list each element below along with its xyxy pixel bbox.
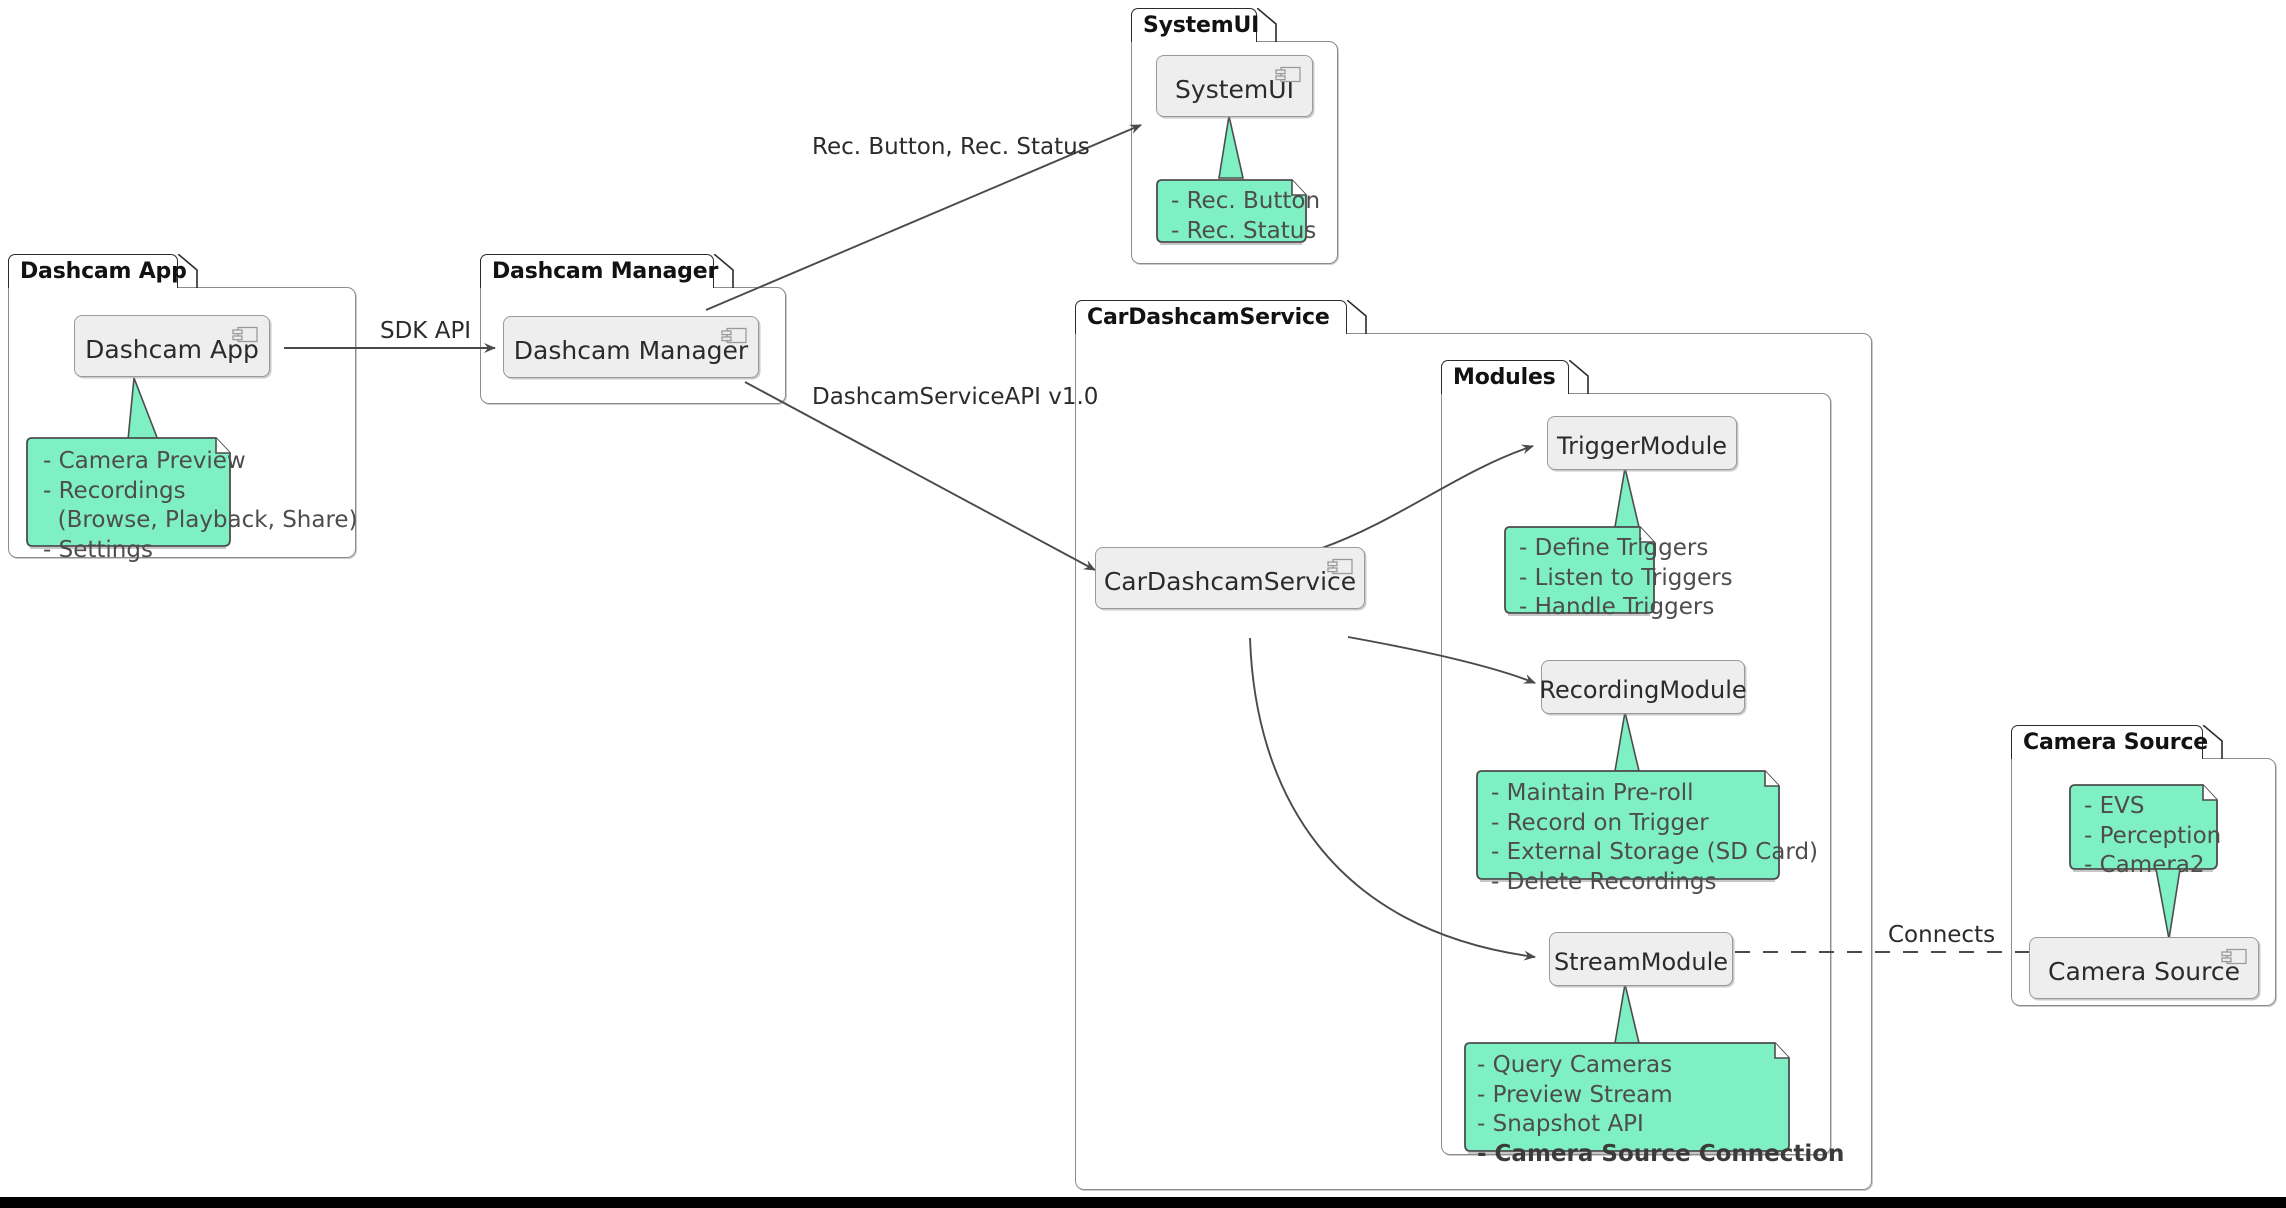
uml-component-icon (1327, 558, 1353, 575)
note-line: - Maintain Pre-roll (1491, 780, 1694, 806)
package-label-cardashcamservice: CarDashcamService (1087, 305, 1330, 330)
package-label-systemui: SystemUI (1143, 13, 1260, 38)
note-systemui: - Rec. Button - Rec. Status (1153, 178, 1321, 255)
note-line: - Rec. Button (1171, 188, 1321, 214)
component-dashcam-app[interactable]: Dashcam App (74, 315, 270, 377)
note-line-bold: - Camera Source Connection (1477, 1140, 1844, 1170)
package-label-dashcam-manager: Dashcam Manager (492, 259, 719, 284)
package-tab-slant-modules (1569, 360, 1589, 394)
uml-component-icon (2221, 948, 2247, 965)
package-tab-slant-cardashcamservice (1347, 300, 1367, 334)
note-text-camera-source: - EVS - Perception - Camera2 (2066, 783, 2222, 890)
component-label-dashcam-app: Dashcam App (85, 334, 259, 364)
component-label-dashcam-manager: Dashcam Manager (513, 335, 749, 365)
note-line: - Snapshot API (1477, 1111, 1644, 1138)
component-camera-source[interactable]: Camera Source (2029, 937, 2259, 999)
package-camera-source: Camera Source - EVS - Perception - Camer… (2011, 725, 2276, 1006)
package-tab-systemui: SystemUI (1131, 8, 1260, 42)
note-line: - Delete Recordings (1491, 868, 1717, 895)
note-streammodule: - Query Cameras - Preview Stream - Snaps… (1461, 1041, 1844, 1179)
note-connector-streammodule (1614, 983, 1641, 1044)
component-label-streammodule: StreamModule (1553, 948, 1729, 976)
note-triggermodule: - Define Triggers - Listen to Triggers -… (1501, 525, 1733, 632)
package-modules: Modules TriggerModule - Define Tr (1441, 360, 1844, 1167)
note-line: - External Storage (SD Card) (1491, 839, 1819, 866)
component-systemui[interactable]: SystemUI (1156, 55, 1313, 117)
package-label-modules: Modules (1453, 365, 1556, 390)
component-recordingmodule[interactable]: RecordingModule (1539, 660, 1747, 714)
package-tab-dashcam-manager: Dashcam Manager (480, 254, 718, 288)
package-tab-modules: Modules (1441, 360, 1569, 394)
component-label-systemui: SystemUI (1175, 74, 1294, 104)
note-text-dashcam-app: - Camera Preview - Recordings (Browse, P… (22, 436, 358, 575)
note-line: - Settings (43, 536, 153, 563)
note-shape (2069, 784, 2218, 872)
package-label-camera-source: Camera Source (2023, 730, 2209, 755)
package-tab-slant-systemui (1257, 8, 1277, 42)
edge-label-dashcam-service-api: DashcamServiceAPI v1.0 (812, 384, 1099, 410)
edge-label-rec-button-status: Rec. Button, Rec. Status (812, 134, 1090, 160)
edge-label-sdk-api: SDK API (380, 318, 472, 344)
note-line: - Define Triggers (1519, 535, 1709, 561)
component-streammodule[interactable]: StreamModule (1549, 932, 1733, 986)
package-label-dashcam-app: Dashcam App (20, 259, 187, 284)
note-camera-source: - EVS - Perception - Camera2 (2066, 783, 2222, 890)
edge-label-connects: Connects (1888, 922, 1996, 948)
component-label-recordingmodule: RecordingModule (1539, 676, 1747, 704)
note-line: - Rec. Status (1171, 217, 1317, 244)
note-line: - Handle Triggers (1519, 594, 1715, 621)
note-text-recordingmodule: - Maintain Pre-roll - Record on Trigger … (1473, 769, 1819, 907)
component-dashcam-manager[interactable]: Dashcam Manager (503, 316, 759, 378)
note-line: - EVS (2084, 793, 2145, 819)
package-dashcam-app: Dashcam App Dashcam App (8, 254, 358, 563)
note-line-bold-text: - Camera Source Connection (1477, 1140, 1845, 1167)
note-line: - Perception (2084, 822, 2222, 849)
component-label-triggermodule: TriggerModule (1556, 432, 1728, 460)
footer-bar (0, 1197, 2286, 1208)
note-connector-camera-source (2155, 868, 2181, 940)
package-tab-cardashcamservice: CarDashcamService (1075, 300, 1347, 334)
note-text-streammodule: - Query Cameras - Preview Stream - Snaps… (1461, 1041, 1844, 1179)
note-line: (Browse, Playback, Share) (43, 507, 358, 534)
note-recordingmodule: - Maintain Pre-roll - Record on Trigger … (1473, 769, 1819, 907)
component-label-camera-source: Camera Source (2048, 956, 2240, 986)
note-text-systemui: - Rec. Button - Rec. Status (1153, 178, 1321, 255)
package-tab-camera-source: Camera Source (2011, 725, 2208, 759)
note-shape (1156, 179, 1307, 245)
note-line: - Listen to Triggers (1519, 564, 1733, 591)
note-connector-dashcam-app (127, 377, 160, 441)
uml-component-icon (1275, 66, 1301, 83)
note-line: - Camera Preview (43, 448, 246, 474)
package-cardashcamservice: CarDashcamService CarDashcamService Modu… (1075, 300, 1872, 1190)
component-label-cardashcamservice: CarDashcamService (1103, 566, 1357, 596)
note-connector-systemui (1218, 115, 1245, 179)
edge-manager-to-service (744, 381, 1096, 571)
note-line: - Recordings (43, 477, 186, 504)
uml-component-icon (721, 327, 747, 344)
component-cardashcamservice[interactable]: CarDashcamService (1095, 547, 1365, 609)
note-connector-triggermodule (1614, 467, 1641, 528)
package-tab-dashcam-app: Dashcam App (8, 254, 187, 288)
note-line: - Record on Trigger (1491, 809, 1709, 836)
note-line: - Preview Stream (1477, 1081, 1673, 1108)
note-shape (26, 437, 231, 549)
note-dashcam-app: - Camera Preview - Recordings (Browse, P… (22, 436, 358, 575)
component-triggermodule[interactable]: TriggerModule (1547, 416, 1737, 470)
note-text-triggermodule: - Define Triggers - Listen to Triggers -… (1501, 525, 1733, 632)
uml-component-icon (232, 326, 258, 343)
package-dashcam-manager: Dashcam Manager Dashcam Manager (480, 254, 786, 404)
note-line: - Camera2 (2084, 852, 2205, 879)
note-connector-recordingmodule (1614, 711, 1641, 772)
note-line: - Query Cameras (1477, 1052, 1673, 1078)
note-shape (1464, 1042, 1790, 1154)
package-systemui: SystemUI SystemUI - Rec. Button (1131, 8, 1338, 264)
